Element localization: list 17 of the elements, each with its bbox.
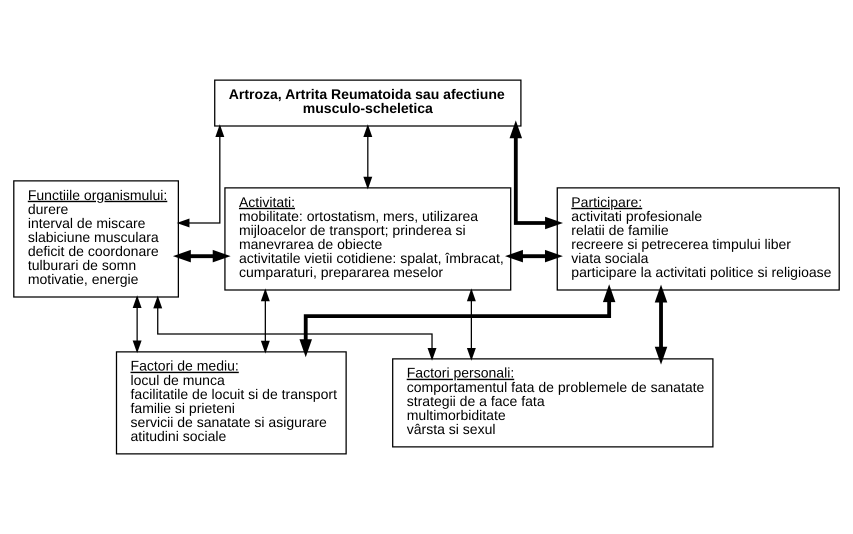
arrow: [505, 250, 563, 262]
node-box: Factori personali: comportamentul fata de problemele de sanatate strategii de a face fata multimorbiditate vârsta si sexul: [392, 358, 714, 448]
arrow: [176, 124, 224, 228]
node-box: Participare: activitati profesionale relatii de familie recreere si petrecerea timpului liber viata sociala participare la activitati politice si religioase: [556, 187, 840, 291]
arrow: [153, 296, 436, 361]
arrow: [466, 288, 476, 361]
node-box: Factori de mediu: locul de munca facilitatile de locuit si de transport familie si prieteni servicii de sanatate si asigurare atitudini sociale: [116, 351, 347, 455]
arrow: [363, 124, 372, 190]
arrow: [299, 284, 616, 358]
node-box: Functiile organismului: durere interval de miscare slabiciune musculara deficit de coordonare tulburari de somn motivatie, energie: [13, 180, 179, 298]
arrow: [654, 284, 668, 365]
arrow: [260, 288, 270, 354]
arrow: [172, 250, 231, 262]
arrow: [510, 120, 563, 230]
node-box: Activitati: mobilitate: ortostatism, mers, utilizarea mijloacelor de transport; prinderea si manevrarea de obiecte activitatile vietii cotidiene: spalat, îmbracat, cumparaturi, prepararea meselor: [224, 187, 512, 291]
arrow: [132, 295, 142, 354]
node-box: Artroza, Artrita Reumatoida sau afectiune musculo-scheletica: [214, 79, 522, 127]
